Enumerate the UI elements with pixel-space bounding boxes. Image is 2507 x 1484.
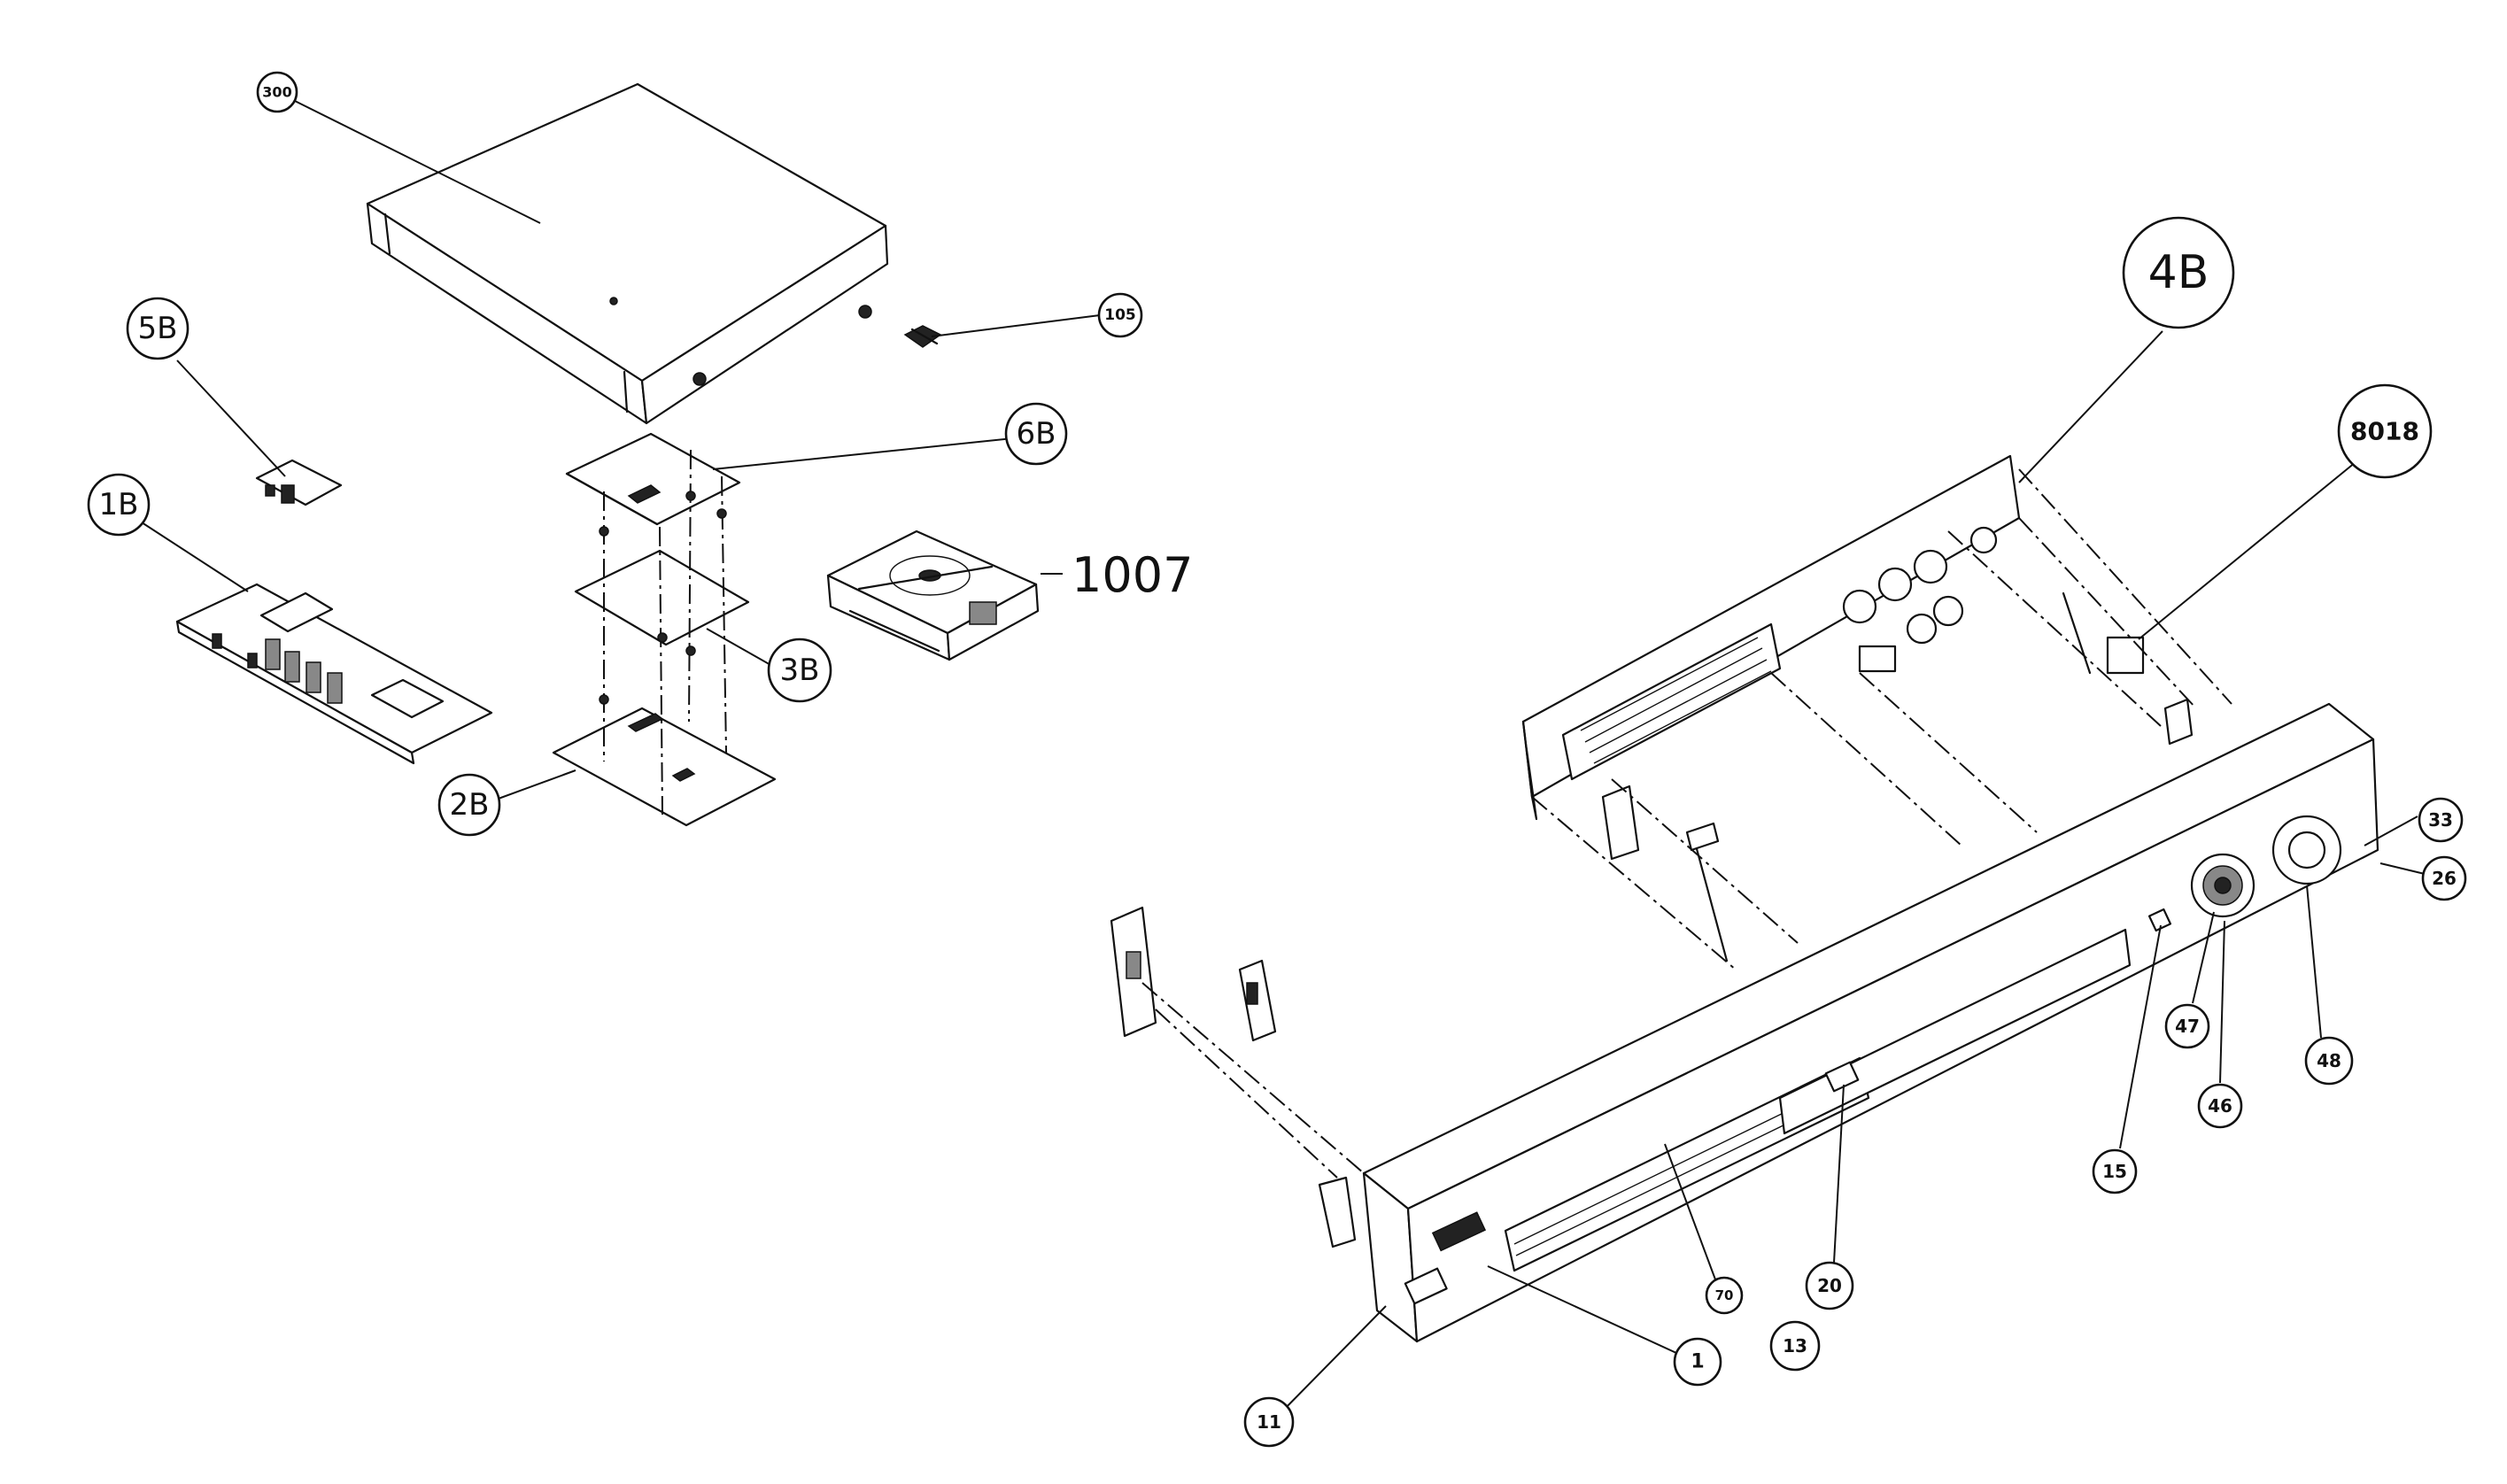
svg-text:48: 48 bbox=[2317, 1050, 2341, 1071]
callout-70: 70 bbox=[1705, 1276, 1744, 1315]
board-stack bbox=[552, 432, 777, 827]
callout-46: 46 bbox=[2197, 1083, 2243, 1129]
side-brackets bbox=[1110, 906, 1277, 1042]
dvd-loader-1007 bbox=[826, 529, 1040, 661]
callout-26: 26 bbox=[2421, 855, 2467, 901]
svg-text:26: 26 bbox=[2432, 868, 2457, 889]
callout-47: 47 bbox=[2164, 1003, 2210, 1049]
board-5b bbox=[255, 459, 343, 506]
board-1b bbox=[175, 583, 493, 765]
svg-text:1007: 1007 bbox=[1072, 547, 1193, 603]
callout-4b: 4B bbox=[2122, 216, 2235, 329]
label-1007: 1007 bbox=[1041, 547, 1193, 603]
front-bezel bbox=[1318, 702, 2379, 1343]
svg-text:47: 47 bbox=[2175, 1016, 2200, 1037]
callout-1: 1 bbox=[1673, 1337, 1722, 1387]
svg-text:15: 15 bbox=[2102, 1161, 2127, 1182]
callout-8018: 8018 bbox=[2337, 383, 2433, 479]
leader-lines bbox=[141, 100, 2426, 1418]
svg-text:6B: 6B bbox=[1017, 416, 1056, 452]
callout-6b: 6B bbox=[1004, 402, 1068, 466]
svg-text:5B: 5B bbox=[138, 311, 178, 346]
callout-15: 15 bbox=[2092, 1148, 2138, 1194]
svg-text:11: 11 bbox=[1257, 1411, 1281, 1433]
svg-text:4B: 4B bbox=[2148, 246, 2209, 299]
callout-13: 13 bbox=[1769, 1320, 1821, 1372]
svg-text:3B: 3B bbox=[780, 653, 820, 688]
svg-text:2B: 2B bbox=[450, 787, 490, 823]
top-cover bbox=[366, 82, 889, 425]
callout-105: 105 bbox=[1097, 292, 1143, 338]
assembly-lines bbox=[1141, 468, 2232, 1179]
svg-text:13: 13 bbox=[1783, 1335, 1807, 1356]
svg-text:105: 105 bbox=[1104, 306, 1136, 324]
svg-text:1B: 1B bbox=[99, 487, 139, 522]
callout-5b: 5B bbox=[126, 297, 190, 360]
svg-text:300: 300 bbox=[262, 84, 291, 101]
callout-2b: 2B bbox=[437, 773, 501, 837]
callout-1b: 1B bbox=[87, 473, 151, 537]
callout-33: 33 bbox=[2418, 797, 2464, 843]
svg-text:20: 20 bbox=[1817, 1275, 1842, 1296]
svg-text:8018: 8018 bbox=[2350, 417, 2419, 446]
callout-11: 11 bbox=[1243, 1396, 1295, 1448]
callout-300: 300 bbox=[256, 71, 298, 113]
callout-3b: 3B bbox=[767, 638, 832, 703]
svg-text:33: 33 bbox=[2428, 809, 2453, 831]
callout-20: 20 bbox=[1805, 1261, 1854, 1310]
callout-48: 48 bbox=[2304, 1036, 2354, 1086]
svg-text:70: 70 bbox=[1715, 1287, 1734, 1303]
svg-text:1: 1 bbox=[1691, 1351, 1704, 1373]
svg-text:46: 46 bbox=[2208, 1095, 2232, 1117]
